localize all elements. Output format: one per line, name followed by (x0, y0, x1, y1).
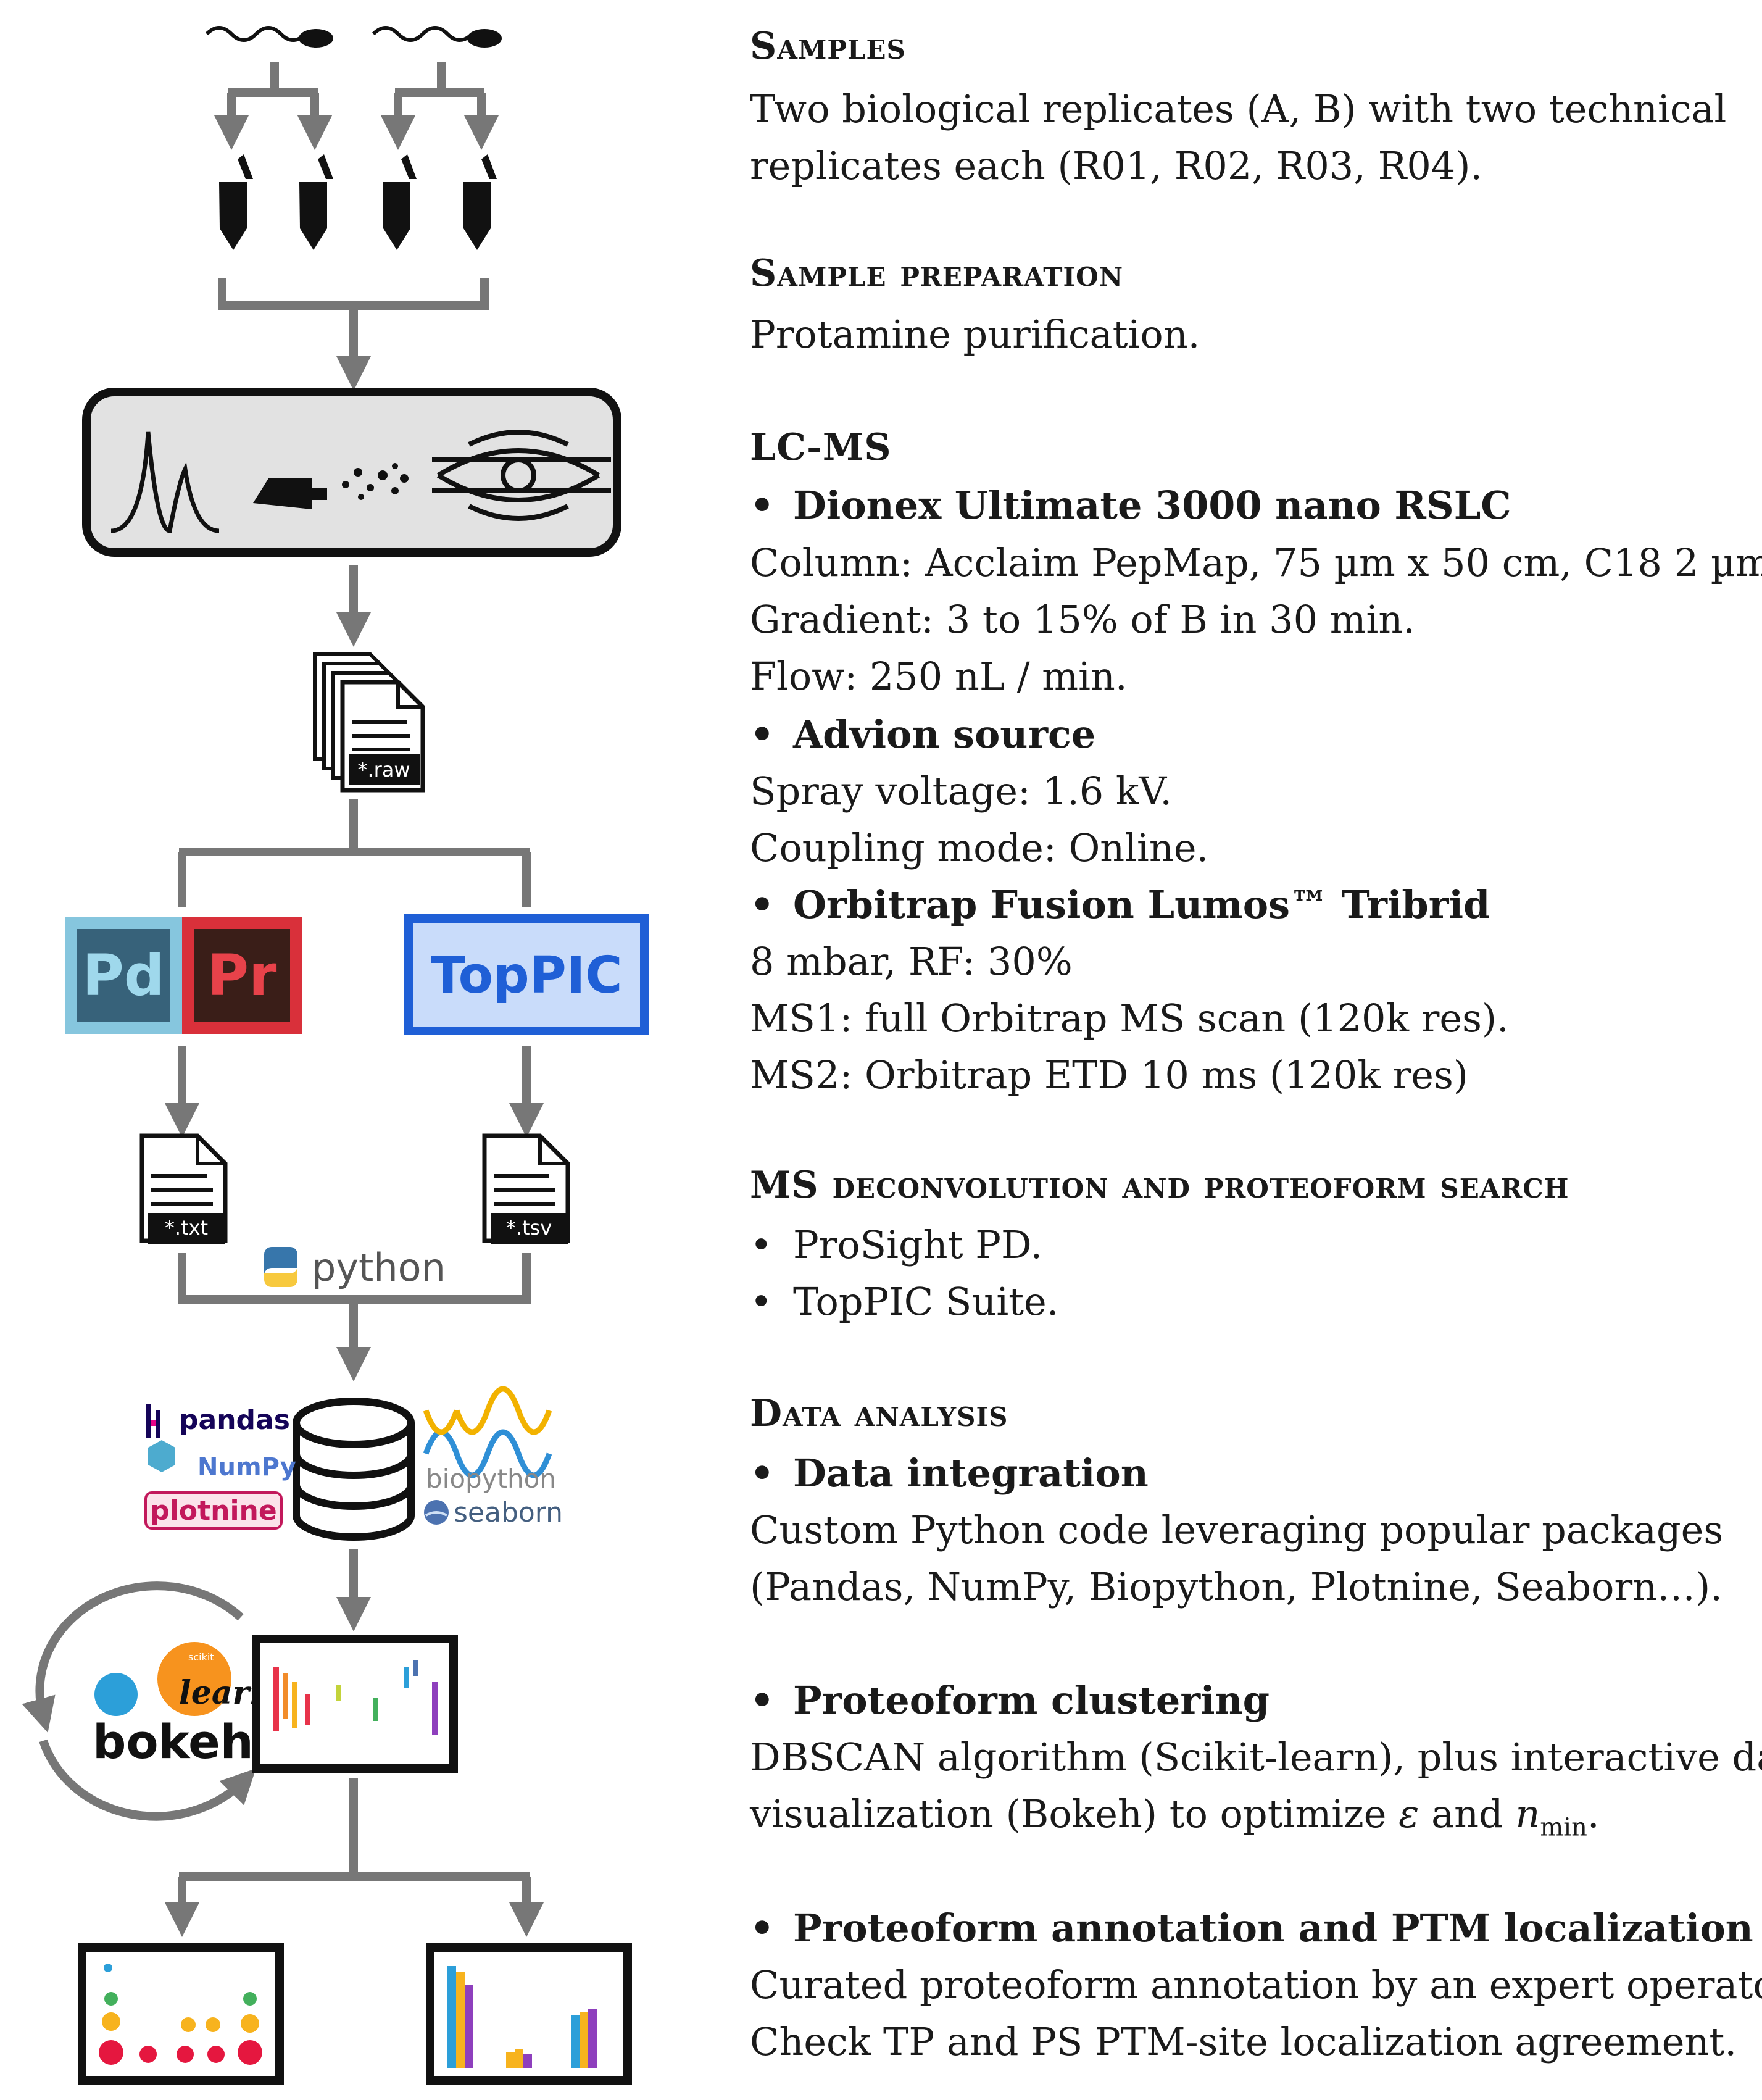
svg-text:NumPy: NumPy (197, 1453, 296, 1481)
seaborn-logo: seaborn (424, 1497, 563, 1528)
svg-text:python: python (312, 1245, 446, 1290)
svg-text:pandas: pandas (179, 1404, 290, 1436)
split-arrows (214, 62, 499, 133)
iteration-cycle-arrow (22, 1581, 256, 1821)
workflow-diagram: *.raw Pd Pr TopPIC *.txt *.tsv (22, 26, 649, 2085)
orbitrap-icon (432, 430, 611, 521)
lcms-line: MS1: full Orbitrap MS scan (120k res). (750, 996, 1509, 1041)
chromatogram-icon (110, 431, 220, 533)
lcms-line: Column: Acclaim PepMap, 75 µm x 50 cm, C… (750, 540, 1762, 585)
python-merge-arrows (178, 1253, 531, 1381)
numpy-logo: NumPy (148, 1440, 296, 1481)
proteome-discoverer-logo: Pd (65, 917, 182, 1034)
txt-file-tag: *.txt (165, 1216, 208, 1240)
prep-line: Protamine purification. (750, 312, 1200, 357)
interactive-plot-screen (252, 1635, 458, 1773)
bokeh-logo: bokeh (93, 1714, 254, 1769)
bar-plot-result (426, 1943, 632, 2085)
lcms-instrument-box (82, 388, 621, 557)
analysis-line: DBSCAN algorithm (Scikit-learn), plus in… (750, 1735, 1762, 1780)
scikit-learn-logo: scikit learn (94, 1642, 273, 1716)
svg-text:biopython: biopython (426, 1464, 556, 1494)
tsv-file-icon: *.tsv (482, 1133, 570, 1244)
spray-icon (253, 463, 409, 509)
plotnine-logo: plotnine (144, 1491, 283, 1530)
tsv-file-tag: *.tsv (506, 1216, 552, 1240)
analysis-line: Check TP and PS PTM-site localization ag… (750, 2019, 1737, 2064)
svg-text:seaborn: seaborn (454, 1497, 563, 1528)
analysis-line: Custom Python code leveraging popular pa… (750, 1507, 1724, 1552)
analysis-line: visualization (Bokeh) to optimize ε and … (750, 1791, 1600, 1842)
analysis-heading: Data analysis (750, 1392, 1008, 1435)
dot-plot-result (78, 1943, 284, 2085)
merge-arrow (218, 278, 489, 391)
prep-heading: Sample preparation (750, 252, 1124, 295)
database-icon (293, 1398, 415, 1541)
svg-text:scikit: scikit (188, 1651, 214, 1663)
samples-heading: Samples (750, 25, 906, 68)
raw-file-tag: *.raw (357, 758, 410, 781)
toppic-logo: TopPIC (404, 914, 649, 1035)
tube-icon (219, 154, 253, 250)
txt-file-icon: *.txt (139, 1133, 228, 1244)
tube-icon (463, 154, 497, 250)
biopython-logo: biopython (423, 1386, 556, 1494)
analysis-line: (Pandas, NumPy, Biopython, Plotnine, Sea… (750, 1564, 1723, 1609)
sperm-icon (372, 26, 502, 48)
lcms-bullet-3: •Orbitrap Fusion Lumos™ Tribrid (750, 882, 1490, 927)
final-split-arrows (165, 1778, 544, 1937)
lcms-bullet-1: •Dionex Ultimate 3000 nano RSLC (750, 483, 1511, 528)
lcms-line: MS2: Orbitrap ETD 10 ms (120k res) (750, 1052, 1468, 1098)
lcms-line: Gradient: 3 to 15% of B in 30 min. (750, 597, 1415, 642)
analysis-bullet-1: •Data integration (750, 1451, 1149, 1496)
lcms-line: Spray voltage: 1.6 kV. (750, 769, 1173, 814)
pandas-logo: pandas (146, 1404, 290, 1438)
python-logo: python (259, 1241, 457, 1293)
lcms-line: 8 mbar, RF: 30% (750, 939, 1073, 984)
sperm-icon (205, 26, 333, 48)
svg-text:Pr: Pr (207, 943, 277, 1009)
svg-text:bokeh: bokeh (93, 1714, 254, 1769)
svg-text:plotnine: plotnine (150, 1495, 276, 1527)
samples-line: Two biological replicates (A, B) with tw… (750, 86, 1727, 131)
lcms-line: Coupling mode: Online. (750, 825, 1209, 870)
lcms-line: Flow: 250 nL / min. (750, 654, 1128, 699)
deconv-item: •TopPIC Suite. (750, 1279, 1059, 1324)
analysis-line: Curated proteoform annotation by an expe… (750, 1962, 1762, 2007)
analysis-bullet-2: •Proteoform clustering (750, 1678, 1270, 1723)
tube-icon (299, 154, 333, 250)
deconv-item: •ProSight PD. (750, 1222, 1043, 1267)
tube-icon (383, 154, 417, 250)
lcms-heading: LC-MS (750, 426, 892, 469)
samples-line: replicates each (R01, R02, R03, R04). (750, 143, 1483, 188)
svg-text:Pd: Pd (82, 943, 164, 1009)
prosight-logo: Pr (182, 917, 302, 1034)
analysis-bullet-3: •Proteoform annotation and PTM localizat… (750, 1906, 1753, 1951)
split-to-tools-arrows (178, 799, 531, 907)
deconv-heading: MS deconvolution and proteoform search (750, 1164, 1569, 1207)
lcms-bullet-2: •Advion source (750, 712, 1096, 757)
svg-text:TopPIC: TopPIC (431, 946, 623, 1005)
raw-file-stack-icon: *.raw (313, 652, 425, 793)
